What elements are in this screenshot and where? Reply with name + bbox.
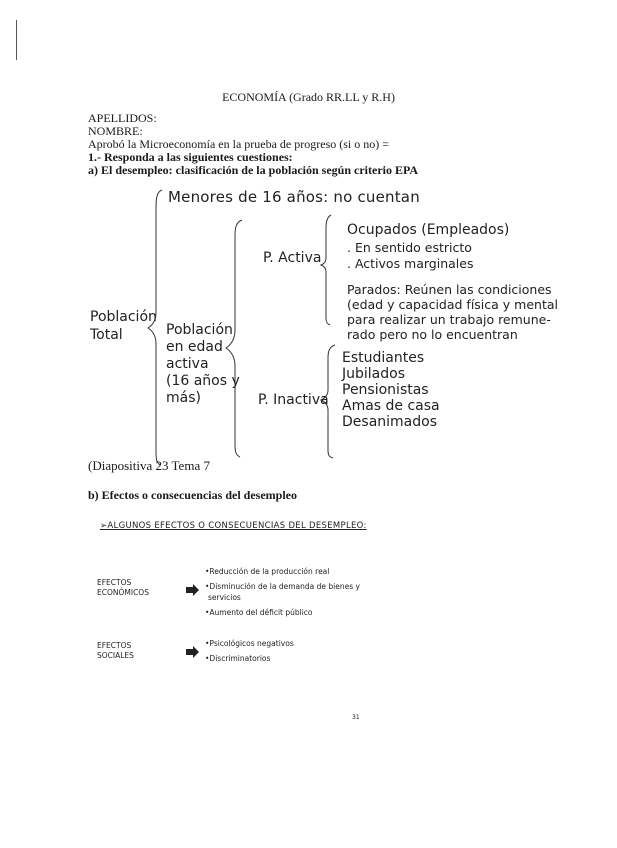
list-item: •Aumento del déficit público — [205, 608, 313, 617]
list-item: Amas de casa — [342, 398, 440, 414]
parados-text: Parados: Reúnen las condiciones (edad y … — [347, 282, 558, 342]
poblacion-total-line1: Población — [90, 309, 157, 325]
efectos-economicos-list: •Reducción de la producción real •Dismin… — [205, 566, 360, 618]
nombre-label: NOMBRE: — [88, 124, 143, 138]
poblacion-total: Población Total — [90, 308, 157, 344]
list-item: •Reducción de la producción real — [205, 567, 330, 576]
parados-line: rado pero no lo encuentran — [347, 327, 518, 342]
page-title: ECONOMÍA (Grado RR.LL y R.H) — [222, 90, 395, 104]
poblacion-total-line2: Total — [90, 327, 123, 343]
ocupados-title: Ocupados (Empleados) — [347, 222, 510, 238]
parados-line: para realizar un trabajo remune- — [347, 312, 551, 327]
ocupados-list: . En sentido estricto . Activos marginal… — [347, 240, 473, 272]
question-a: a) El desempleo: clasificación de la pob… — [88, 163, 419, 177]
label-line: SOCIALES — [97, 651, 134, 660]
label-line: ECONÓMICOS — [97, 588, 149, 597]
list-item: •Disminución de la demanda de bienes y — [205, 582, 360, 591]
list-item: •Psicológicos negativos — [205, 639, 294, 648]
list-item: Jubilados — [342, 366, 405, 382]
parados-line: (edad y capacidad física y mental — [347, 297, 558, 312]
efectos-economicos-label: EFECTOS ECONÓMICOS — [97, 578, 149, 598]
poblacion-edad-activa: Población en edad activa (16 años y más) — [166, 322, 240, 407]
poblacion-edad-line2: en edad — [166, 339, 223, 355]
poblacion-edad-line5: más) — [166, 390, 201, 406]
list-item: . En sentido estricto — [347, 240, 472, 255]
question-b: b) Efectos o consecuencias del desempleo — [88, 488, 297, 502]
list-item: servicios — [208, 593, 241, 602]
list-item: Estudiantes — [342, 350, 425, 366]
page-number: 31 — [352, 714, 360, 721]
arrow-right-icon — [186, 584, 199, 596]
aprobo-label: Aprobó la Microeconomía en la prueba de … — [88, 137, 390, 151]
label-line: EFECTOS — [97, 641, 132, 650]
diapositiva-ref: (Diapositiva 23 Tema 7 — [88, 458, 210, 473]
efectos-sociales-list: •Psicológicos negativos •Discriminatorio… — [205, 636, 294, 666]
menores-text: Menores de 16 años: no cuentan — [168, 188, 420, 206]
parados-line: Parados: Reúnen las condiciones — [347, 282, 552, 297]
p-activa-label: P. Activa — [263, 250, 322, 266]
poblacion-edad-line4: (16 años y — [166, 373, 240, 389]
list-item: •Discriminatorios — [205, 654, 271, 663]
slide-heading: ➢ALGUNOS EFECTOS O CONSECUENCIAS DEL DES… — [100, 521, 367, 531]
list-item: Pensionistas — [342, 382, 429, 398]
poblacion-edad-line3: activa — [166, 356, 209, 372]
efectos-sociales-label: EFECTOS SOCIALES — [97, 641, 134, 661]
apellidos-label: APELLIDOS: — [88, 111, 157, 125]
arrow-right-icon — [186, 646, 199, 658]
label-line: EFECTOS — [97, 578, 132, 587]
scan-mark — [16, 20, 17, 60]
inactivos-list: Estudiantes Jubilados Pensionistas Amas … — [342, 350, 440, 430]
section1-title: 1.- Responda a las siguientes cuestiones… — [88, 150, 293, 164]
list-item: . Activos marginales — [347, 256, 474, 271]
p-inactiva-label: P. Inactiva — [258, 392, 329, 408]
list-item: Desanimados — [342, 414, 437, 430]
poblacion-edad-line1: Población — [166, 322, 233, 338]
